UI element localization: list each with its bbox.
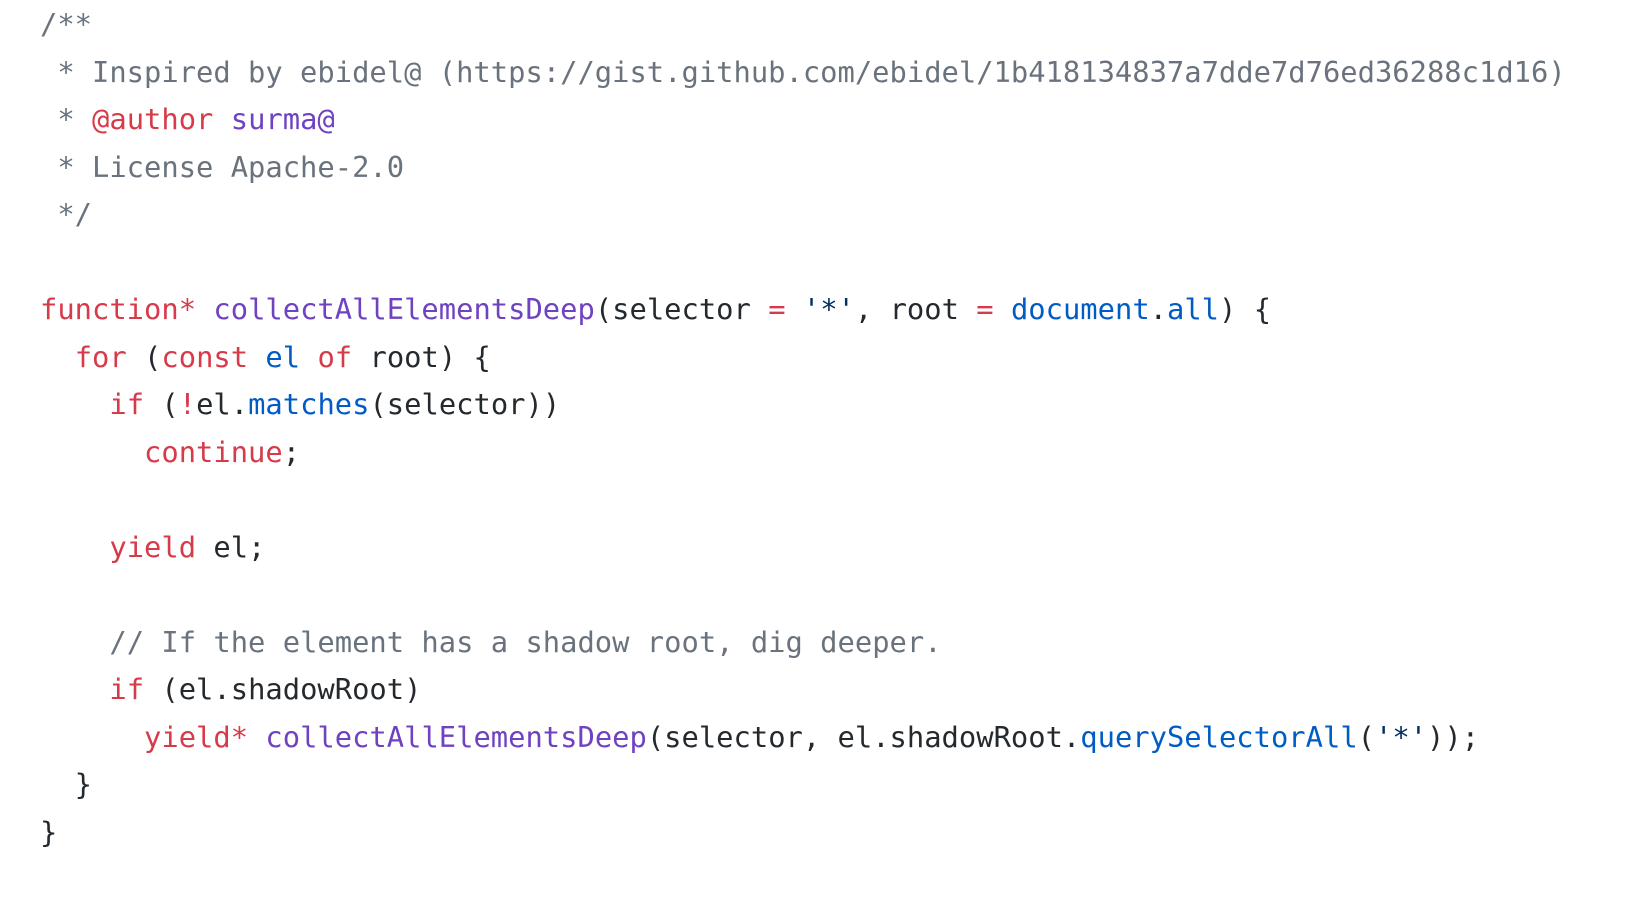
code-token-keyword: of <box>317 339 353 374</box>
code-token-entity: collectAllElementsDeep <box>213 292 595 326</box>
code-token-plain <box>40 387 109 421</box>
code-token-plain: (el.shadowRoot) <box>144 672 422 706</box>
code-line: */ <box>40 191 1650 239</box>
code-line: if (!el.matches(selector)) <box>40 381 1650 429</box>
code-line: * @author surma@ <box>40 96 1650 144</box>
code-token-plain <box>40 340 75 374</box>
code-line: yield* collectAllElementsDeep(selector, … <box>40 714 1650 762</box>
code-token-keyword: @author <box>92 102 214 136</box>
code-line <box>40 571 1650 619</box>
code-token-plain <box>994 292 1011 326</box>
code-token-comment: * Inspired by ebidel@ (https://gist.gith… <box>40 54 1566 89</box>
code-line: } <box>40 761 1650 809</box>
code-token-string: '*' <box>802 292 855 326</box>
code-line <box>40 239 1650 287</box>
code-token-string: '*' <box>1375 719 1428 754</box>
code-token-keyword: function* <box>40 292 197 326</box>
code-token-plain: } <box>40 814 58 849</box>
code-token-plain: (selector <box>594 292 769 326</box>
code-token-constant: document <box>1010 292 1150 326</box>
code-token-plain <box>40 435 144 469</box>
code-token-plain: (selector, el.shadowRoot. <box>646 719 1081 754</box>
code-token-keyword: yield <box>109 529 197 564</box>
code-token-comment: * License Apache-2.0 <box>40 149 405 184</box>
code-token-keyword: ! <box>178 387 197 421</box>
code-token-plain <box>786 292 803 326</box>
code-line: /** <box>40 1 1650 49</box>
code-token-keyword: = <box>768 292 786 326</box>
code-line: if (el.shadowRoot) <box>40 666 1650 714</box>
code-token-constant: querySelectorAll <box>1080 719 1358 754</box>
code-token-keyword: const <box>161 339 249 374</box>
code-line: for (const el of root) { <box>40 334 1650 382</box>
code-token-plain: , root <box>854 292 977 326</box>
code-token-plain <box>40 672 109 706</box>
code-token-plain: ) { <box>1219 292 1272 326</box>
code-token-keyword: continue <box>144 434 283 469</box>
code-token-plain: el. <box>196 387 249 421</box>
code-token-comment: // If the element has a shadow root, dig… <box>109 624 942 659</box>
code-token-plain: ( <box>1357 719 1376 754</box>
code-line: // If the element has a shadow root, dig… <box>40 619 1650 667</box>
code-token-entity: collectAllElementsDeep <box>265 719 647 754</box>
code-token-plain <box>40 720 144 754</box>
code-token-plain: ; <box>282 434 301 469</box>
code-token-constant: el <box>265 339 301 374</box>
code-token-entity: surma@ <box>230 102 335 136</box>
code-token-comment <box>213 102 230 136</box>
code-token-keyword: for <box>74 339 127 374</box>
code-token-keyword: = <box>976 292 994 326</box>
code-token-keyword: yield* <box>144 719 249 754</box>
code-token-plain: root) { <box>352 339 491 374</box>
code-line: } <box>40 809 1650 857</box>
code-token-plain: . <box>1149 292 1167 326</box>
code-line: continue; <box>40 429 1650 477</box>
code-token-comment: /** <box>40 7 93 41</box>
code-line: * License Apache-2.0 <box>40 144 1650 192</box>
code-line <box>40 476 1650 524</box>
code-token-keyword: if <box>109 387 145 421</box>
code-line: function* collectAllElementsDeep(selecto… <box>40 286 1650 334</box>
code-token-comment: * <box>40 102 93 136</box>
code-line: * Inspired by ebidel@ (https://gist.gith… <box>40 49 1650 97</box>
code-token-plain: ( <box>126 339 162 374</box>
code-token-plain: (selector)) <box>369 387 561 421</box>
code-token-constant: all <box>1167 292 1220 326</box>
code-token-plain <box>40 625 109 659</box>
code-token-keyword: if <box>109 672 145 706</box>
code-token-constant: matches <box>248 387 370 421</box>
code-token-plain <box>248 340 265 374</box>
code-token-comment: */ <box>40 197 93 231</box>
code-token-plain: } <box>40 767 93 801</box>
code-token-plain <box>196 292 213 326</box>
code-token-plain: el; <box>196 529 266 564</box>
code-token-plain: )); <box>1427 719 1480 754</box>
code-line: yield el; <box>40 524 1650 572</box>
code-token-plain <box>300 340 317 374</box>
code-token-plain: ( <box>144 387 179 421</box>
code-token-plain <box>248 720 265 754</box>
code-token-plain <box>40 530 109 564</box>
